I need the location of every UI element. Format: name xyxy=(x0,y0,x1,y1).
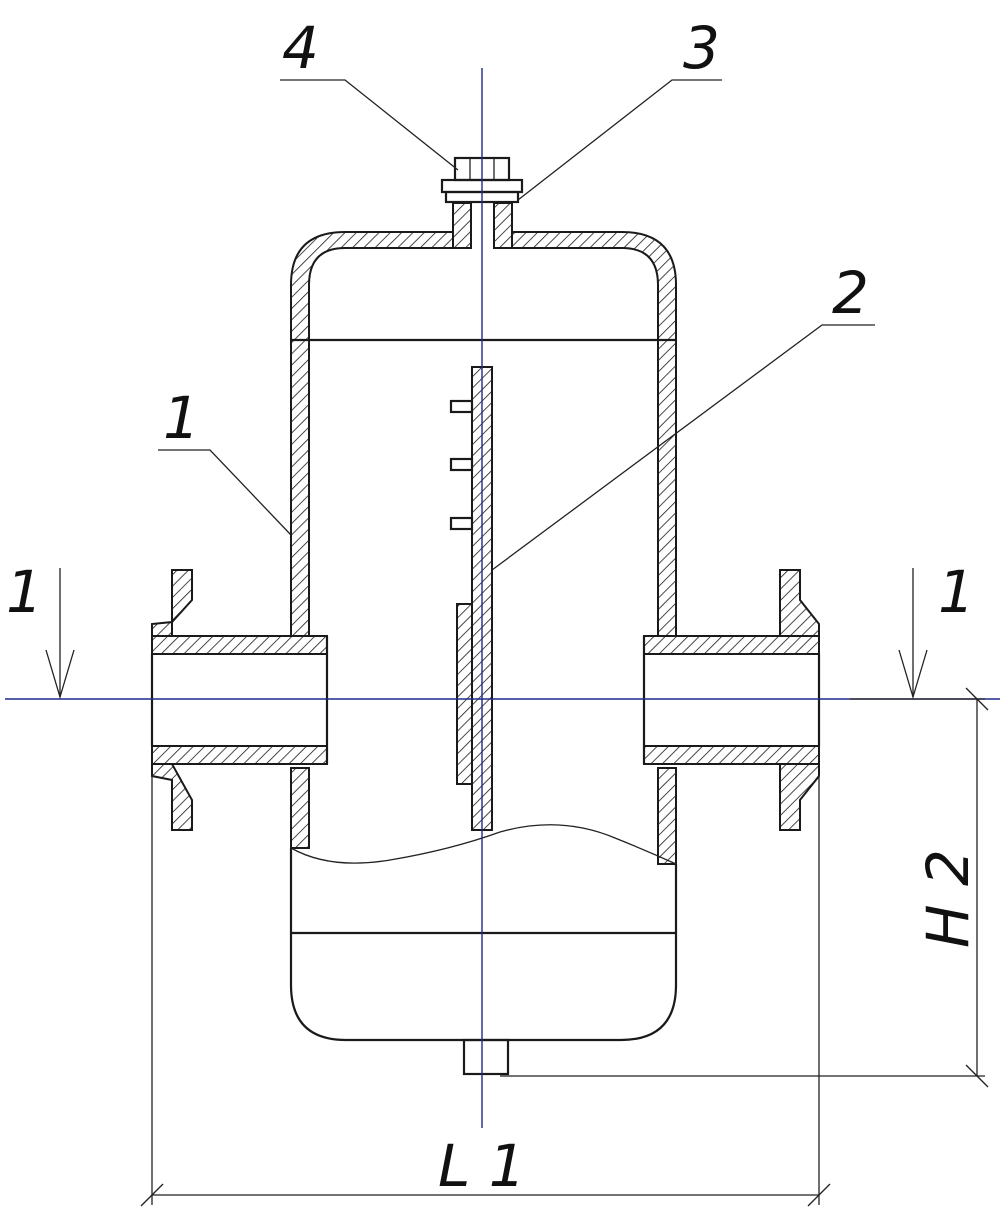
callout-label-1: 1 xyxy=(163,384,200,452)
shell-wall-right xyxy=(657,339,677,637)
leader-1 xyxy=(158,449,292,536)
inlet-pipe-top xyxy=(151,635,328,655)
top-nozzle-right xyxy=(493,202,513,249)
leader-2 xyxy=(491,324,875,571)
dim-label-l1: L 1 xyxy=(438,1132,526,1200)
drain-nozzle xyxy=(462,1038,510,1076)
top-head-right xyxy=(510,231,677,341)
lower-vessel xyxy=(289,848,678,1042)
section-label-right: 1 xyxy=(938,558,975,626)
dim-label-h2: H 2 xyxy=(914,849,982,948)
shell-wall-left xyxy=(290,339,310,637)
leader-4 xyxy=(280,79,459,171)
shell-wall-right-lower xyxy=(657,767,677,865)
shell-wall-left-lower xyxy=(290,767,310,849)
outlet-flange-bottom xyxy=(779,763,820,831)
outlet-pipe-bottom xyxy=(643,745,820,765)
inlet-pipe-bottom xyxy=(151,745,328,765)
section-label-left: 1 xyxy=(6,558,43,626)
outlet-flange-top xyxy=(779,569,820,637)
callout-label-4: 4 xyxy=(282,14,319,82)
leader-3 xyxy=(517,79,722,201)
outlet-pipe-top xyxy=(643,635,820,655)
baffle-pad xyxy=(456,603,473,785)
top-head xyxy=(290,231,457,341)
baffle-fin-2 xyxy=(449,457,474,472)
baffle-fin-1 xyxy=(449,399,474,414)
break-line xyxy=(290,824,677,865)
inlet-flange-bottom xyxy=(151,763,193,831)
callout-label-3: 3 xyxy=(683,14,720,82)
inlet-flange-top xyxy=(151,569,193,637)
callout-label-2: 2 xyxy=(832,259,869,327)
top-nozzle-left xyxy=(452,202,472,249)
baffle-fin-3 xyxy=(449,516,474,531)
